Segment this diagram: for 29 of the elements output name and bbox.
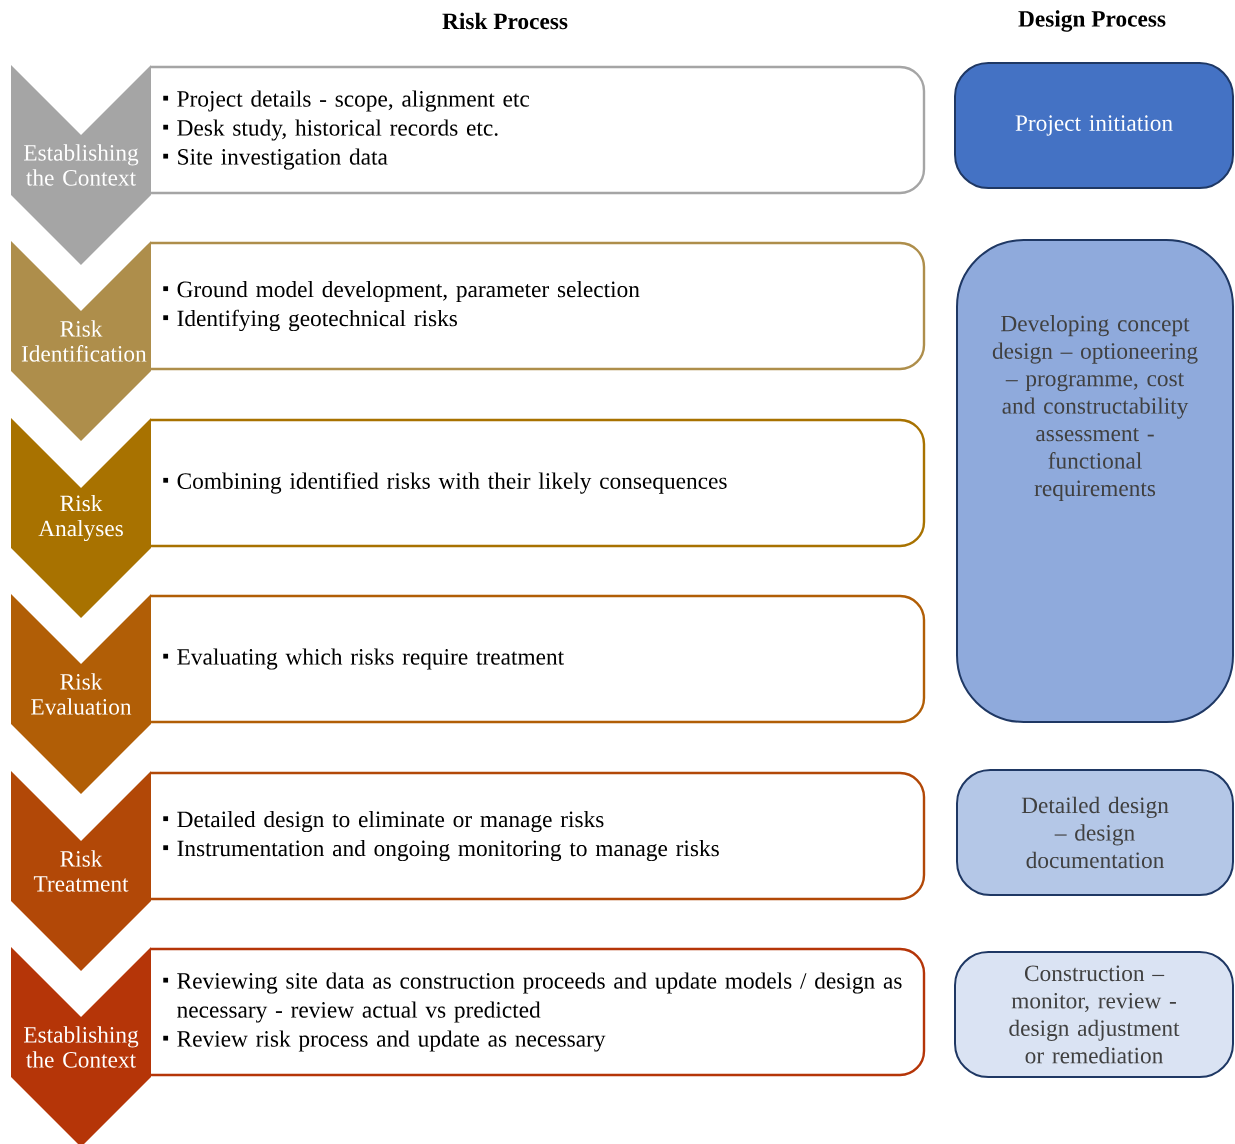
step-banner: Risk Evaluation [11,594,151,794]
bullet-text: Detailed design to eliminate or manage risks [177,810,604,833]
column-heading: Risk Process [442,12,568,30]
bullet-text: Evaluating which risks require treatment [177,648,564,670]
bullet-text: Instrumentation and ongoing monitoring to manage risks [177,839,719,862]
content-box [149,241,926,371]
design-stage-box: Construction – monitor, review - design adjustment or remediation [954,951,1234,1078]
bullet-text: Site investigation data [178,148,388,170]
step-banner: Establishing the Context [11,947,151,1144]
content-box [149,65,926,195]
design-stage-box: Developing concept design – optioneering – programme, cost and constructability assessment - functional requirements [956,239,1234,723]
column-heading: Design Process [1018,10,1166,32]
content-box [149,947,926,1077]
step-banner: Risk Treatment [11,771,151,971]
content-box [149,594,926,724]
step-banner: Risk Analyses [11,418,151,618]
step-banner: Establishing the Context [11,65,151,265]
design-stage-box: Detailed design – design documentation [956,769,1234,896]
bullet-text: Identifying geotechnical risks [177,309,457,332]
bullet-text: Project details - scope, alignment etc [177,90,530,112]
design-stage-box: Project initiation [954,62,1234,189]
bullet-text: Review risk process and update as necessary [177,1030,606,1052]
bullet-text: Desk study, historical records etc. [177,119,498,141]
step-banner: Risk Identification [11,241,151,441]
bullet-text: Combining identified risks with their likely consequences [177,472,727,494]
bullet-text: Reviewing site data as construction proceeds and update models / design as necessary - review actual vs predicted [177,972,902,1023]
bullet-text: Ground model development, parameter selection [177,280,640,303]
content-box [149,418,926,548]
content-box [149,771,926,901]
